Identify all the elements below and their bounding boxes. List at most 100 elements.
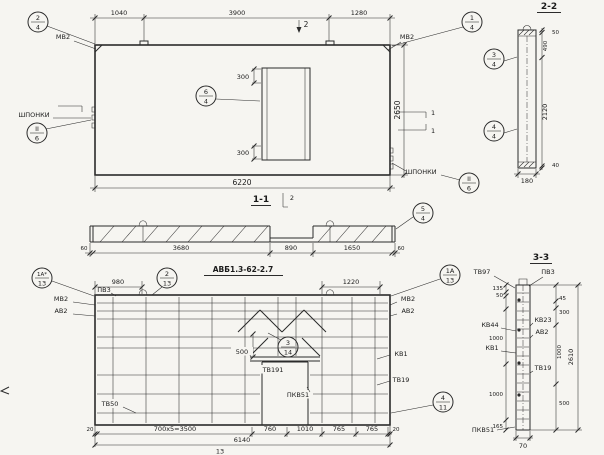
cut-2-label: 2 [304,20,309,29]
bar-section-dot [517,393,521,397]
dim-1010: 1010 [297,425,314,433]
svg-text:1: 1 [470,14,474,22]
label-shponki-right-leader [391,162,407,172]
section-1-1-dims: 60 3680 890 1650 60 [81,243,405,257]
label-av2-33-leader [529,334,534,339]
label-pv3: ПВ3 [97,286,110,294]
elevation-dim-500: 500 [231,331,256,360]
label-pv3-33-leader [528,276,544,287]
rebar-grid-horizontal [97,302,388,414]
cut-1-label-top: 1 [431,109,435,117]
section-3-3-stirrups [517,292,529,420]
svg-text:11: 11 [439,404,447,412]
section-1-1-cut2-label: 2 [290,194,294,202]
dim-60-right: 60 [398,246,405,252]
label-kv1: КВ1 [394,350,407,358]
dim-60-left: 60 [81,246,88,252]
svg-text:4: 4 [421,215,425,223]
dim-760: 760 [264,425,276,433]
label-pkv51-bg [283,390,313,399]
plan-opening [261,67,311,161]
label-pkv51: ПКВ51 [287,391,309,399]
label-tv19-leader [376,380,391,386]
label-tv191-bg [259,365,288,374]
elevation-lifting-loops [138,289,335,296]
svg-text:13: 13 [163,280,171,288]
svg-text:2: 2 [165,270,169,278]
svg-text:2: 2 [36,14,40,22]
callout-4-4-leader [503,128,518,134]
svg-text:1А*: 1А* [37,272,47,278]
plan-dim-top: 1040 3900 1280 [90,9,395,44]
label-tv50: ТВ50 [101,400,119,408]
svg-text:II: II [467,175,471,183]
label-tv191: ТВ191 [262,366,284,374]
label-tv50-bg [97,399,123,408]
elevation-outline [94,294,391,426]
callout-4-11: 4 11 [390,391,454,414]
dim-6220: 6220 [232,178,251,187]
callout-ii-6-right-leader [440,174,461,181]
label-mv2-left-elev-leader [72,301,96,306]
section-3-3-dims-left: 135 50 1000 1000 165 [489,282,509,433]
label-av2-left: АВ2 [54,307,67,315]
label-kv1-33-leader [500,350,517,354]
callout-3-4: 3 4 [483,48,518,70]
dim-165: 165 [493,424,504,430]
callout-1-4-leader [391,26,464,47]
svg-text:13: 13 [38,280,46,288]
dim-135: 135 [493,286,504,292]
bar-section-dot [517,298,521,302]
section-3-3-dim-bottom: 70 [513,431,533,450]
label-av2-left-leader [72,313,96,317]
label-mv2-right: МВ2 [400,33,414,41]
dim-20-right: 20 [393,427,400,433]
plan-view: 1 1 2 1040 3900 1280 6220 2650 [18,9,483,194]
label-shponki-left: ШПОНКИ [18,111,49,119]
diagonal-bars [237,309,327,357]
svg-text:4: 4 [492,61,496,69]
label-mv2-right-elev: МВ2 [401,295,415,303]
label-mv2-left: МВ2 [56,33,70,41]
label-pv3-33: ПВ3 [541,268,554,276]
dim-20-left: 20 [87,427,94,433]
plan-opening-dims: 300 300 [237,66,261,162]
label-av2-right: АВ2 [401,307,414,315]
label-kv44-leader [500,327,517,332]
callout-4-4: 4 4 [483,120,518,142]
note-13: 13 [216,448,224,455]
callout-5-4: 5 4 [395,202,434,230]
dim-50: 50 [552,30,559,36]
plan-dim-right: 2650 [391,42,408,178]
callout-ii-6-right: II 6 [440,172,480,194]
section-3-3-title: 3-3 [533,253,549,263]
callout-2-13: 2 13 [151,267,178,296]
label-shponki-right: ШПОНКИ [405,168,436,176]
svg-text:4: 4 [492,123,496,131]
bar-section-dot [517,361,521,365]
elevation-title: АВБ1.3-62-2.7 [213,265,273,274]
plan-lifting-loop-right [325,40,335,46]
dim-180: 180 [521,177,533,185]
dim-765-a: 765 [333,425,345,433]
svg-text:5: 5 [421,205,425,213]
plan-dim-bottom: 6220 [90,176,395,192]
dim-6140: 6140 [234,436,251,444]
label-kv1-33: КВ1 [485,344,498,352]
elevation-dim-top: 980 1220 [92,278,383,294]
callout-2-4: 2 4 [27,11,96,45]
cut-1-label-bottom: 1 [431,127,435,135]
section-2-2: 2-2 3 4 4 4 50 490 2120 40 [483,2,561,185]
callout-ii-6-left-leader [45,119,92,130]
label-kv44: КВ44 [481,321,498,329]
dim-1000-l2: 1000 [489,392,503,398]
dim-765-b: 765 [366,425,378,433]
callout-ii-6-left: II 6 [26,119,92,144]
label-kv23: КВ23 [534,316,551,324]
section-2-2-top-loop [522,25,532,31]
bar-section-dot [517,328,521,332]
label-mv2-right-elev-leader [389,301,398,306]
callout-2-13-leader [151,286,163,296]
